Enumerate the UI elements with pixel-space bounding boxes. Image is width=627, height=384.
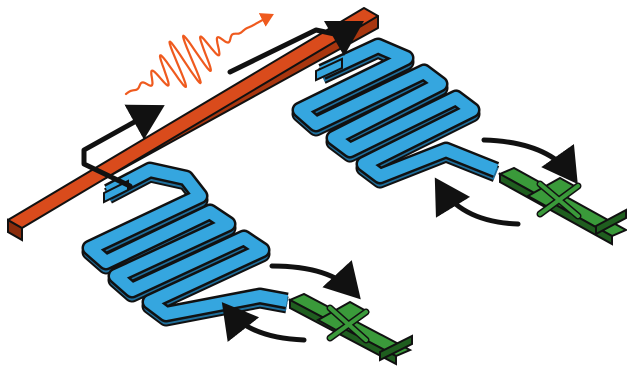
coupling-arrows-right <box>434 137 578 227</box>
resonator-right <box>291 37 500 189</box>
cross-qubit-icon <box>536 180 582 220</box>
microwave-pulse-icon <box>124 13 274 96</box>
signal-arrow <box>81 21 364 189</box>
coupling-arrows-left <box>221 260 361 343</box>
qubit-left <box>287 292 413 366</box>
resonator-left <box>81 161 289 327</box>
qubit-right <box>497 166 627 246</box>
cross-qubit-icon <box>326 304 370 344</box>
